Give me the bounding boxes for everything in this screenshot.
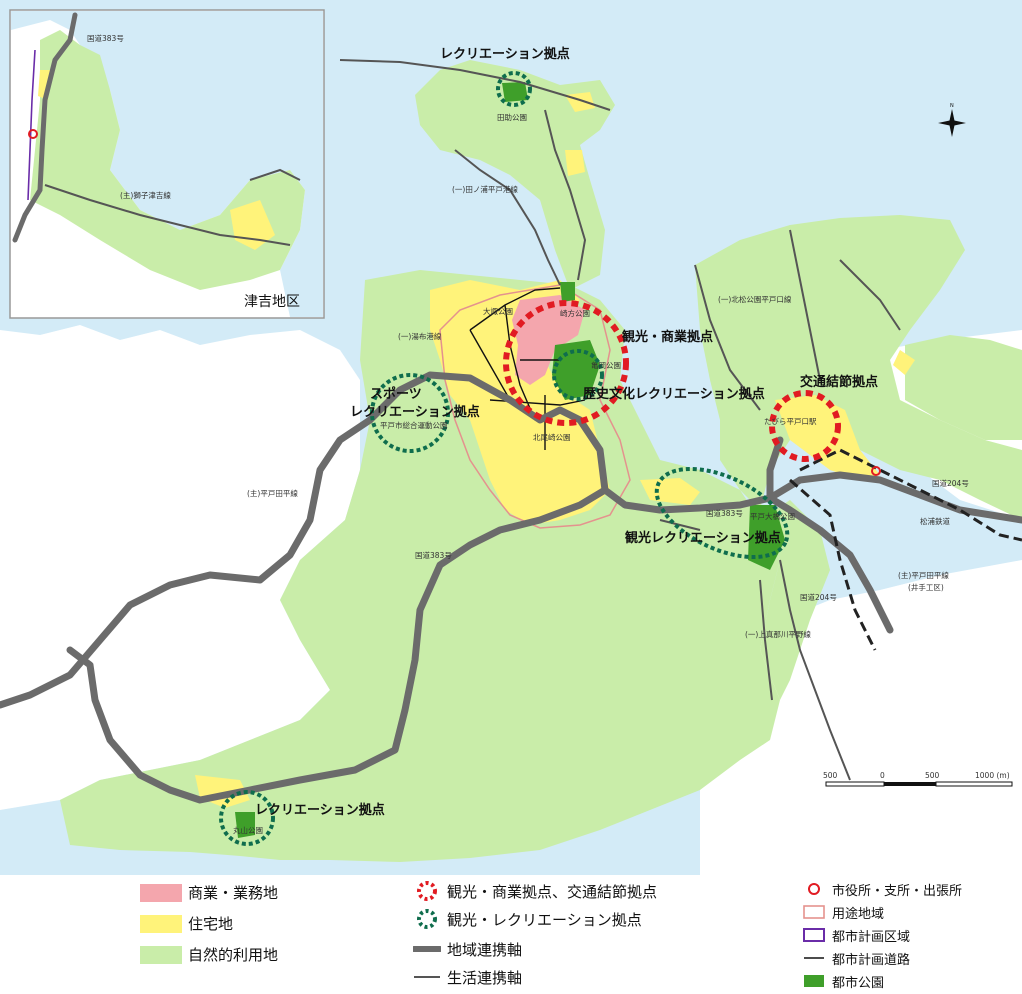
- label-road-east1: (一)北松公園平戸口線: [718, 294, 792, 304]
- recreation-node-south: [219, 790, 275, 846]
- city-park-icon: [804, 975, 824, 987]
- city-office-marker: [871, 466, 881, 476]
- label-road-tabira: (主)平戸田平線: [898, 570, 949, 580]
- label-park-ukuji: 平戸大橋公園: [750, 511, 795, 521]
- park-saki: [560, 282, 575, 302]
- legend-city-planning-road: 都市計画道路: [802, 948, 910, 968]
- node-label-tourism-commercial: 観光・商業拠点: [621, 329, 713, 345]
- inset-office-marker: [28, 129, 38, 139]
- residential-north2: [565, 150, 585, 176]
- inset-road-life: [44, 168, 301, 246]
- land-east-islands: [905, 335, 1022, 440]
- park-kameoka: [552, 340, 600, 400]
- label-road-hiradota: (主)平戸田平線: [247, 488, 298, 498]
- tourism-commercial-node: [503, 300, 629, 426]
- residential-swatch: [140, 914, 182, 933]
- label-station: たびら平戸口駅: [764, 417, 817, 426]
- label-park-saki: 崎方公園: [560, 308, 590, 318]
- node-label-sports-1: スポーツ: [370, 386, 422, 402]
- label-road-south-e: (一)上真那川平野線: [745, 629, 811, 639]
- legend-life-axis: 生活連携軸: [413, 965, 522, 989]
- legend-natural: 自然的利用地: [140, 944, 278, 965]
- label-railway: 松浦鉄道: [920, 516, 950, 526]
- label-route383-right: 国道383号: [706, 508, 743, 518]
- legend-recreation-node: 観光・レクリエーション拠点: [413, 907, 642, 931]
- railway-line-south: [789, 478, 877, 651]
- residential-port: [640, 478, 700, 505]
- natural-swatch: [140, 945, 182, 964]
- city-planning-road-icon: [804, 957, 824, 959]
- label-route204-right: 国道204号: [932, 478, 969, 488]
- inset-city-area: [27, 49, 36, 201]
- node-label-history-culture: 歴史文化レクリエーション拠点: [583, 386, 765, 402]
- label-park-north: 田助公園: [497, 112, 527, 122]
- label-route383-mid: 国道383号: [415, 550, 452, 560]
- legend-regional-axis: 地域連携軸: [413, 937, 522, 961]
- residential-east2: [893, 350, 915, 375]
- park-north: [502, 82, 528, 102]
- tourism-recreation-node: [654, 466, 790, 560]
- land-north-island: [415, 60, 615, 290]
- legend-city-planning-area: 都市計画区域: [802, 925, 910, 945]
- sports-recreation-node: [370, 373, 450, 453]
- map-legend: 商業・業務地 住宅地 自然的利用地 観光・商業拠点、交通結節拠点 観光・レクリエ…: [0, 875, 1022, 994]
- legend-tourism-node: 観光・商業拠点、交通結節拠点: [413, 879, 657, 903]
- residential-east: [775, 395, 880, 480]
- inset-map: [9, 9, 325, 319]
- label-park-kameoka: 亀岡公園: [591, 360, 621, 370]
- label-park-kitao: 北尾崎公園: [533, 432, 571, 442]
- life-axis-roads: [339, 59, 901, 781]
- legend-city-park: 都市公園: [802, 971, 884, 991]
- node-label-recreation-north: レクリエーション拠点: [440, 46, 570, 62]
- scale-label-0: 500: [823, 771, 838, 780]
- node-label-transport: 交通結節拠点: [800, 374, 878, 390]
- scale-label-1: 0: [880, 771, 885, 780]
- label-route204-mid: 国道204号: [800, 592, 837, 602]
- zoning-icon: [803, 905, 825, 919]
- legend-commercial: 商業・業務地: [140, 882, 278, 903]
- legend-residential: 住宅地: [140, 913, 233, 934]
- label-park-sports: 平戸市総合運動公園: [380, 420, 448, 430]
- label-park-south: 丸山公園: [233, 825, 263, 835]
- recreation-node-north: [496, 71, 532, 107]
- node-label-sports-2: レクリエーション拠点: [350, 404, 480, 420]
- city-planning-road: [469, 287, 586, 450]
- legend-city-office: 市役所・支所・出張所: [802, 879, 962, 899]
- inset-main-road: [12, 12, 78, 243]
- life-axis-icon: [414, 976, 440, 978]
- svg-text:N: N: [950, 103, 954, 109]
- legend-zoning: 用途地域: [802, 902, 884, 922]
- label-park-osoto: 大諏公園: [483, 306, 513, 316]
- inset-label-route383: 国道383号: [87, 33, 124, 43]
- recreation-node-icon: [417, 909, 437, 929]
- compass-icon: N: [938, 103, 966, 137]
- node-label-tourism-recreation: 観光レクリエーション拠点: [624, 530, 781, 546]
- city-office-icon: [808, 883, 820, 895]
- scale-label-3: 1000 (m): [975, 771, 1010, 780]
- label-road-north: (一)田ノ浦平戸港線: [452, 184, 518, 194]
- city-planning-area-icon: [803, 928, 825, 942]
- inset-label-road: (主)獅子津吉線: [120, 190, 171, 200]
- regional-axis-icon: [413, 946, 441, 952]
- scale-bar: [825, 781, 1013, 787]
- inset-sea: [11, 11, 323, 317]
- label-road-nishi: (一)湯布港線: [398, 331, 442, 341]
- node-label-recreation-south: レクリエーション拠点: [255, 802, 385, 818]
- scale-label-2: 500: [925, 771, 940, 780]
- tourism-node-icon: [417, 881, 437, 901]
- land-use-map: レクリエーション拠点 観光・商業拠点 歴史文化レクリエーション拠点 スポーツ レ…: [0, 0, 1022, 875]
- commercial-swatch: [140, 883, 182, 902]
- history-culture-node: [552, 349, 604, 401]
- transport-node: [769, 390, 841, 462]
- inset-district-label: 津吉地区: [244, 294, 300, 310]
- railway-line: [799, 448, 1022, 542]
- park-south: [235, 812, 255, 838]
- land-main-island: [60, 270, 780, 862]
- label-road-tabira2: (井手工区): [908, 582, 944, 592]
